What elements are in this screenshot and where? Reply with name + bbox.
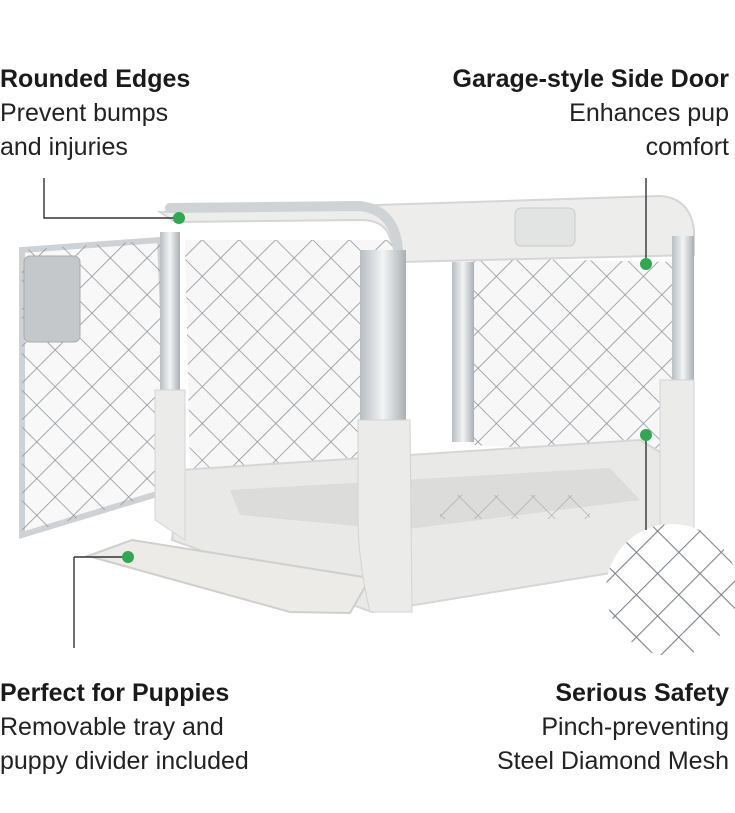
dot-side-door	[640, 258, 652, 270]
frame-posts	[154, 232, 695, 613]
front-door-mesh	[19, 236, 174, 540]
callout-rounded-edges: Rounded Edges Prevent bumps and injuries	[0, 62, 190, 164]
mesh-zoom-circle	[606, 524, 735, 656]
callout-desc-line: Steel Diamond Mesh	[496, 747, 729, 775]
callout-desc-line: puppy divider included	[0, 747, 249, 775]
callout-desc-line: Enhances pup	[569, 99, 729, 127]
callout-title: Garage-style Side Door	[452, 65, 729, 93]
dot-safety	[640, 429, 652, 441]
accent-dots	[122, 212, 652, 563]
callout-desc-line: and injuries	[0, 133, 128, 161]
callout-desc-line: Prevent bumps	[0, 99, 169, 127]
leader-line-rounded-edges	[43, 178, 178, 219]
callout-desc-line: comfort	[645, 133, 729, 161]
dot-puppies	[122, 551, 134, 563]
callout-desc-line: Pinch-preventing	[541, 713, 729, 741]
callout-safety: Serious Safety Pinch-preventing Steel Di…	[497, 676, 729, 778]
side-door-mesh	[470, 258, 676, 455]
leader-lines	[43, 178, 647, 648]
callout-desc-line: Removable tray and	[0, 713, 224, 741]
dot-rounded-edges	[173, 212, 185, 224]
callout-puppies: Perfect for Puppies Removable tray and p…	[0, 676, 249, 778]
callout-title: Perfect for Puppies	[0, 679, 230, 707]
pull-out-tray	[84, 538, 372, 615]
callout-title: Rounded Edges	[0, 65, 191, 93]
back-mesh-panel	[185, 240, 405, 470]
crate-lid	[156, 194, 695, 264]
callout-title: Serious Safety	[555, 679, 729, 707]
callout-side-door: Garage-style Side Door Enhances pup comf…	[453, 62, 729, 164]
